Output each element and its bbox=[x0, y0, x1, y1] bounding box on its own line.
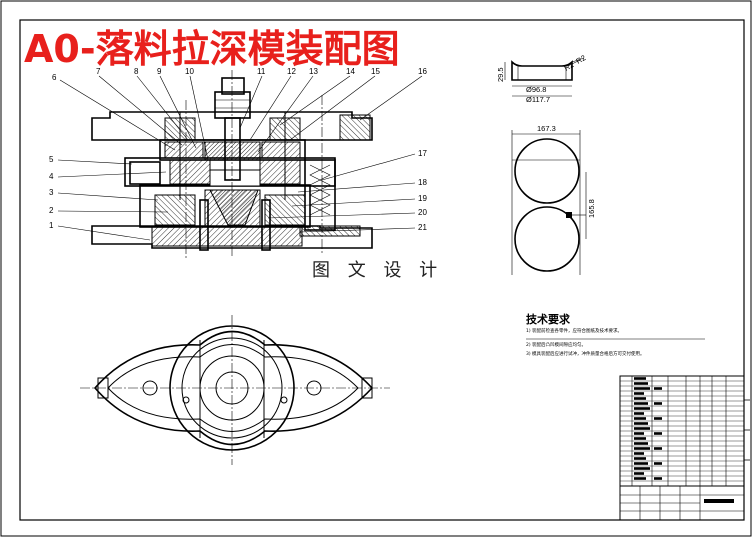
dim-radius: R2 bbox=[563, 60, 576, 73]
drawing-title: A0-落料拉深模装配图 bbox=[24, 27, 400, 71]
table-cell-mark bbox=[654, 477, 662, 480]
part-label: 10 bbox=[185, 67, 194, 76]
table-cell-mark bbox=[634, 447, 650, 450]
part-label: 1 bbox=[49, 221, 54, 230]
table-cell-mark bbox=[634, 427, 650, 430]
title-block bbox=[619, 485, 745, 521]
watermark-text: 图 文 设 计 bbox=[312, 260, 443, 281]
table-cell-mark bbox=[634, 452, 644, 455]
table-cell-mark bbox=[634, 382, 648, 385]
table-cell-mark bbox=[654, 402, 662, 405]
side-border-marks bbox=[744, 399, 750, 461]
table-cell-mark bbox=[634, 437, 646, 440]
part-label: 9 bbox=[157, 67, 162, 76]
table-cell-mark bbox=[654, 462, 662, 465]
table-cell-mark bbox=[634, 397, 646, 400]
table-cell-mark bbox=[634, 422, 648, 425]
parts-list-rows bbox=[620, 377, 744, 482]
table-cell-mark bbox=[654, 432, 662, 435]
dim-outer-dia: Ø117.7 bbox=[526, 95, 550, 104]
part-label: 12 bbox=[287, 67, 296, 76]
part-drawing bbox=[504, 57, 585, 97]
dim-inner-dia: Ø96.8 bbox=[526, 85, 546, 94]
table-cell-mark bbox=[634, 407, 650, 410]
dim-height: 29.5 bbox=[496, 67, 505, 82]
strip-layout bbox=[511, 130, 587, 275]
tech-requirement-line: 1) 装配前检查各零件，应符合图纸及技术要求。 bbox=[526, 327, 622, 334]
drawing-frame bbox=[19, 19, 745, 521]
part-label: 18 bbox=[418, 178, 427, 187]
dim-radius-2: R2 bbox=[575, 53, 588, 66]
section-view bbox=[91, 70, 373, 260]
part-label: 16 bbox=[418, 67, 427, 76]
top-view bbox=[80, 315, 390, 465]
table-cell-mark bbox=[634, 442, 648, 445]
part-label: 3 bbox=[49, 188, 54, 197]
table-cell-mark bbox=[634, 467, 650, 470]
table-cell-mark bbox=[634, 432, 644, 435]
part-dimensions: 29.5 R2 R2 Ø96.8 Ø117.7 bbox=[496, 53, 587, 104]
tech-requirement-line: 3) 模具装配后应进行试冲，冲件质量合格后方可交付使用。 bbox=[526, 350, 645, 357]
layout-dimensions: 167.3 165.8 bbox=[537, 124, 596, 218]
table-cell-mark bbox=[634, 412, 644, 415]
table-cell-mark bbox=[654, 417, 662, 420]
table-cell-mark bbox=[634, 457, 646, 460]
table-cell-mark bbox=[654, 387, 662, 390]
part-label: 17 bbox=[418, 149, 427, 158]
part-label: 14 bbox=[346, 67, 355, 76]
dim-layout-width: 167.3 bbox=[537, 124, 556, 133]
part-label: 20 bbox=[418, 208, 427, 217]
table-cell-mark bbox=[634, 402, 648, 405]
technical-requirements: 技术要求 1) 装配前检查各零件，应符合图纸及技术要求。 2) 装配后凸凹模间隙… bbox=[526, 312, 705, 357]
part-label: 6 bbox=[52, 73, 57, 82]
table-cell-mark bbox=[634, 387, 650, 390]
part-label: 7 bbox=[96, 67, 101, 76]
table-cell-mark bbox=[654, 447, 662, 450]
table-cell-mark bbox=[634, 392, 644, 395]
part-label: 8 bbox=[134, 67, 139, 76]
table-cell-mark bbox=[634, 477, 646, 480]
table-cell-mark bbox=[634, 462, 648, 465]
part-label: 5 bbox=[49, 155, 54, 164]
tech-requirements-heading: 技术要求 bbox=[526, 312, 571, 326]
part-label: 19 bbox=[418, 194, 427, 203]
tech-requirement-line: 2) 装配后凸凹模间隙应均匀。 bbox=[526, 341, 586, 348]
part-label: 4 bbox=[49, 172, 54, 181]
part-label: 11 bbox=[257, 67, 266, 76]
part-label: 2 bbox=[49, 206, 54, 215]
table-cell-mark bbox=[634, 472, 644, 475]
leader-lines bbox=[57, 75, 423, 241]
part-number-labels: 1 2 3 4 5 6 7 8 9 10 11 12 13 14 15 16 1… bbox=[49, 67, 427, 232]
table-cell-mark bbox=[634, 377, 646, 380]
part-label: 13 bbox=[309, 67, 318, 76]
part-label: 15 bbox=[371, 67, 380, 76]
dim-layout-height: 165.8 bbox=[587, 199, 596, 218]
table-cell-mark bbox=[634, 417, 646, 420]
part-label: 21 bbox=[418, 223, 427, 232]
